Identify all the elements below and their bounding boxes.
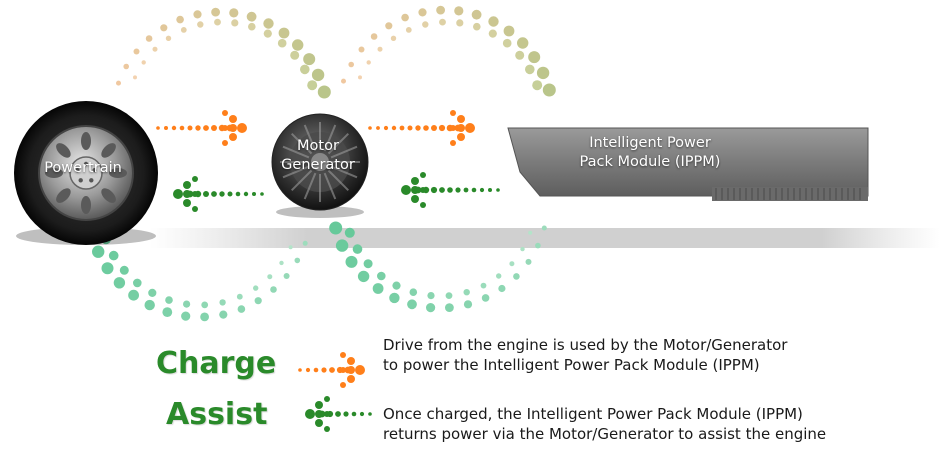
ippm-label-line1: Intelligent Power — [589, 135, 711, 151]
legend-assist-arrow — [305, 396, 372, 432]
motor-label-line2: Generator — [281, 157, 355, 173]
top-right-orbit — [341, 5, 556, 97]
floor-shadow — [150, 228, 940, 248]
assist-desc-line2: returns power via the Motor/Generator to… — [383, 425, 827, 443]
legend-charge-arrow — [298, 352, 365, 388]
bottom-right-orbit — [329, 221, 547, 313]
motor-generator-label: Motor Generator — [266, 137, 370, 175]
charge-arrow-2 — [368, 110, 475, 146]
top-left-orbit-inner — [133, 18, 318, 91]
charge-legend-title: Charge — [156, 346, 277, 381]
assist-legend-title: Assist — [166, 397, 268, 432]
motor-label-line1: Motor — [297, 138, 339, 154]
bottom-right-orbit-inner — [344, 227, 533, 300]
charge-arrow-1 — [156, 110, 247, 146]
orbit-dots — [85, 5, 556, 322]
assist-arrow-2 — [401, 172, 500, 208]
powertrain-label: Powertrain — [44, 160, 122, 176]
assist-legend-description: Once charged, the Intelligent Power Pack… — [383, 404, 826, 444]
ippm-label: Intelligent Power Pack Module (IPPM) — [555, 134, 745, 172]
charge-desc-line1: Drive from the engine is used by the Mot… — [383, 336, 788, 354]
top-right-orbit-inner — [358, 18, 543, 91]
assist-arrow-1 — [173, 176, 264, 212]
ippm-label-line2: Pack Module (IPPM) — [579, 154, 721, 170]
charge-legend-description: Drive from the engine is used by the Mot… — [383, 335, 787, 375]
ippm-block — [507, 127, 869, 201]
top-left-orbit — [116, 7, 331, 99]
assist-desc-line1: Once charged, the Intelligent Power Pack… — [383, 405, 803, 423]
motor-generator — [271, 113, 369, 218]
charge-desc-line2: to power the Intelligent Power Pack Modu… — [383, 356, 760, 374]
powertrain-wheel — [14, 101, 158, 245]
bottom-left-orbit-inner — [101, 234, 293, 309]
